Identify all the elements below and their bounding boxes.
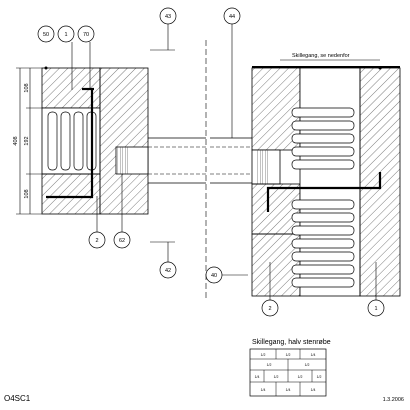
legend-cell: 1/2: [286, 353, 291, 357]
dimension-lines: 108 192 108 408: [13, 67, 42, 215]
callout-label-44: 44: [229, 14, 235, 20]
dimension-108-bottom: 108: [24, 189, 30, 198]
legend-cell: 1/4: [311, 388, 316, 392]
legend-table: Skillegang, halv stenrøbe 1/2 1/2 1/4 1/…: [249, 339, 331, 397]
callout-label-62: 62: [119, 238, 125, 244]
callout-label-40: 40: [211, 273, 217, 279]
callout-label-50: 50: [43, 32, 49, 38]
callout-circle-70: [77, 25, 95, 43]
callout-label-43: 43: [165, 14, 171, 20]
callouts: 50 1 70 43 44 2 62 42 40 2 1: [37, 7, 385, 317]
dimension-408: 408: [13, 136, 19, 145]
callout-circle-42: [159, 261, 177, 279]
callout-circle-62: [113, 231, 131, 249]
legend-cell: 1/2: [261, 353, 266, 357]
drawing-code: O4SC1: [4, 394, 31, 403]
left-wall-section: [41, 67, 149, 215]
callout-circle-40: [205, 266, 223, 284]
callout-circle-50: [37, 25, 55, 43]
legend-cell: 1/2: [274, 375, 279, 379]
callout-label-42: 42: [165, 268, 171, 274]
legend-cell: 1/2: [298, 375, 303, 379]
callout-label-70: 70: [83, 32, 89, 38]
dimension-192: 192: [24, 136, 30, 145]
drawing-date: 1.3.2006: [383, 397, 404, 403]
legend-cell: 1/4: [261, 388, 266, 392]
callout-circle-2-left: [88, 231, 106, 249]
legend-cell: 1/4: [255, 375, 260, 379]
callout-circle-44: [223, 7, 241, 25]
legend-cell: 1/2: [267, 363, 272, 367]
callout-label-2-right: 2: [268, 306, 271, 312]
right-wall-section: [251, 66, 401, 297]
legend-cell: 1/2: [317, 375, 322, 379]
callout-label-1-right: 1: [374, 306, 377, 312]
callout-circle-1-left: [57, 25, 75, 43]
legend-title: Skillegang, halv stenrøbe: [252, 339, 331, 346]
legend-cell: 1/4: [286, 388, 291, 392]
insulation-slots: [291, 107, 355, 288]
callout-label-2-left: 2: [95, 238, 98, 244]
callout-circle-43: [159, 7, 177, 25]
legend-cell: 1/4: [311, 353, 316, 357]
break-lines: [148, 40, 252, 300]
callout-circle-1-right: [367, 299, 385, 317]
callout-label-1-left: 1: [64, 32, 67, 38]
note-skillegang: Skillegang, se nedenfor: [292, 53, 350, 59]
legend-cell: 1/2: [305, 363, 310, 367]
callout-circle-2-right: [261, 299, 279, 317]
dimension-108-top: 108: [24, 83, 30, 92]
